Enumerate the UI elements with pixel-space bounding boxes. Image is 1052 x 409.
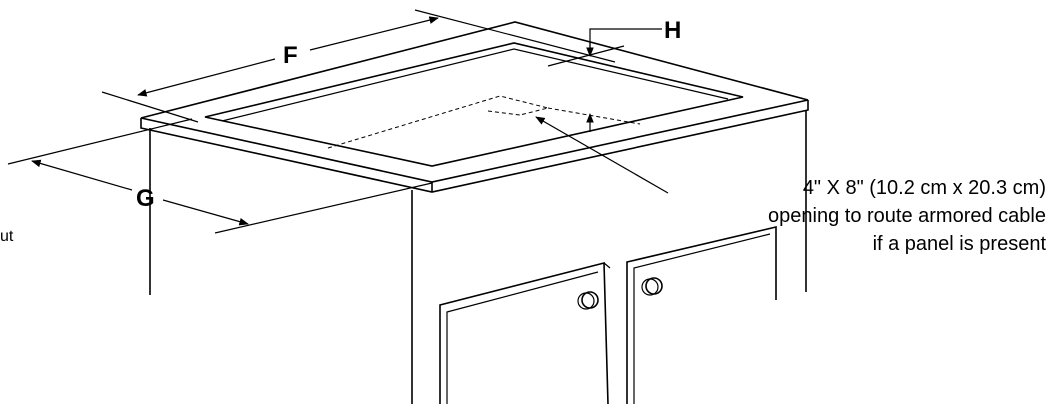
note-line-1: 4" X 8" (10.2 cm x 20.3 cm) (803, 177, 1046, 199)
cutout-opening (204, 42, 744, 167)
dimension-f: F (101, 9, 616, 123)
cabinet-body (149, 110, 807, 404)
label-f: F (283, 42, 298, 69)
dimension-g: G (7, 118, 433, 234)
cable-note: 4" X 8" (10.2 cm x 20.3 cm) opening to r… (768, 177, 1046, 255)
dimension-h: H (547, 17, 681, 67)
right-door (626, 225, 777, 404)
cable-opening-pointer (535, 113, 669, 194)
left-door (439, 261, 611, 405)
note-line-3: if a panel is present (873, 233, 1047, 255)
note-line-2: opening to route armored cable (768, 205, 1046, 227)
countertop (140, 21, 809, 193)
label-h: H (664, 17, 681, 44)
cable-opening-outline (327, 95, 641, 149)
label-g: G (136, 185, 155, 212)
fragment-text: ut (0, 228, 14, 245)
